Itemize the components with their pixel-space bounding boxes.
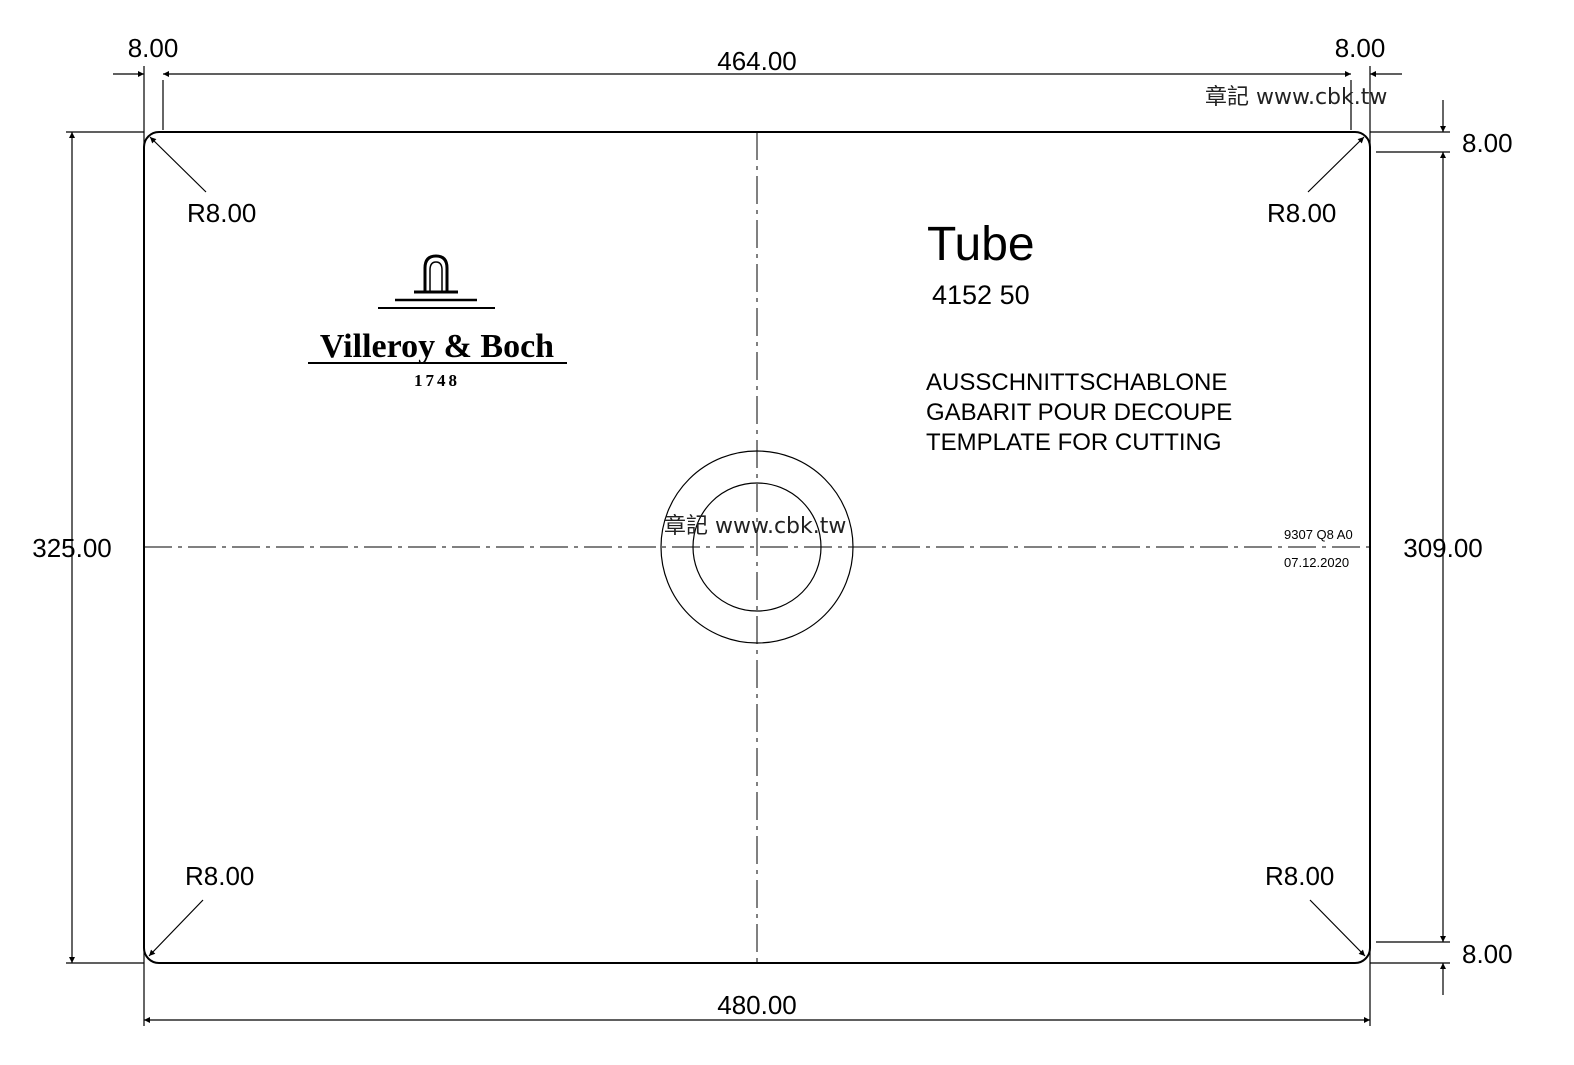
revision-code: 9307 Q8 A0 <box>1284 527 1353 542</box>
revision-date: 07.12.2020 <box>1284 555 1349 570</box>
radius-top-right: R8.00 <box>1267 198 1336 228</box>
watermark-top: 章記 www.cbk.tw <box>1205 85 1387 110</box>
product-code: 4152 50 <box>932 280 1030 310</box>
dimension-lines <box>69 71 1446 1023</box>
radius-bottom-right: R8.00 <box>1265 861 1334 891</box>
dim-bottom-width: 480.00 <box>717 990 797 1020</box>
logo-arch-icon <box>378 254 495 309</box>
logo-brand: Villeroy & Boch <box>320 328 554 365</box>
description-fr: GABARIT POUR DECOUPE <box>926 399 1232 426</box>
logo-year: 1748 <box>414 371 460 390</box>
dim-top-right-margin: 8.00 <box>1335 33 1386 63</box>
watermark-center: 章記 www.cbk.tw <box>664 514 846 539</box>
radius-bottom-left: R8.00 <box>185 861 254 891</box>
description-de: AUSSCHNITTSCHABLONE <box>926 369 1227 396</box>
drain-outer-circle <box>660 450 854 644</box>
drain-inner-circle <box>692 482 822 612</box>
description-en: TEMPLATE FOR CUTTING <box>926 429 1222 456</box>
radius-top-left: R8.00 <box>187 198 256 228</box>
dim-left-height: 325.00 <box>32 533 112 563</box>
dim-top-inner-width: 464.00 <box>717 46 797 76</box>
product-name: Tube <box>927 218 1035 271</box>
dim-right-bottom-margin: 8.00 <box>1462 939 1513 969</box>
villeroy-boch-logo: Villeroy & Boch 1748 <box>308 254 567 390</box>
dim-right-inner-height: 309.00 <box>1403 533 1483 563</box>
extension-lines <box>66 66 1450 1026</box>
dim-top-left-margin: 8.00 <box>128 33 179 63</box>
dim-right-top-margin: 8.00 <box>1462 128 1513 158</box>
